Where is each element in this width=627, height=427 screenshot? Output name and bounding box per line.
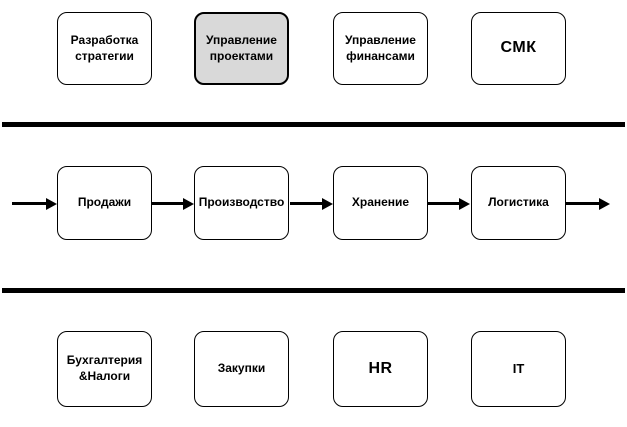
flow-arrow-in	[12, 197, 57, 210]
flow-arrow-out	[565, 197, 610, 210]
separator-line-top	[2, 122, 625, 127]
process-box-accounting-taxes: Бухгалтерия &Налоги	[57, 331, 152, 407]
process-box-strategy-development: Разработка стратегии	[57, 12, 152, 85]
flow-arrow-production-to-storage	[290, 197, 333, 210]
process-box-it: IT	[471, 331, 566, 407]
process-box-storage: Хранение	[333, 166, 428, 240]
process-box-sales: Продажи	[57, 166, 152, 240]
process-box-qms: СМК	[471, 12, 566, 85]
flow-arrow-sales-to-production	[152, 197, 194, 210]
flow-arrow-storage-to-logistics	[428, 197, 470, 210]
process-box-project-management: Управление проектами	[194, 12, 289, 85]
process-box-hr: HR	[333, 331, 428, 407]
process-box-logistics: Логистика	[471, 166, 566, 240]
process-box-purchasing: Закупки	[194, 331, 289, 407]
separator-line-bottom	[2, 288, 625, 293]
process-box-production: Производство	[194, 166, 289, 240]
process-box-finance-management: Управление финансами	[333, 12, 428, 85]
